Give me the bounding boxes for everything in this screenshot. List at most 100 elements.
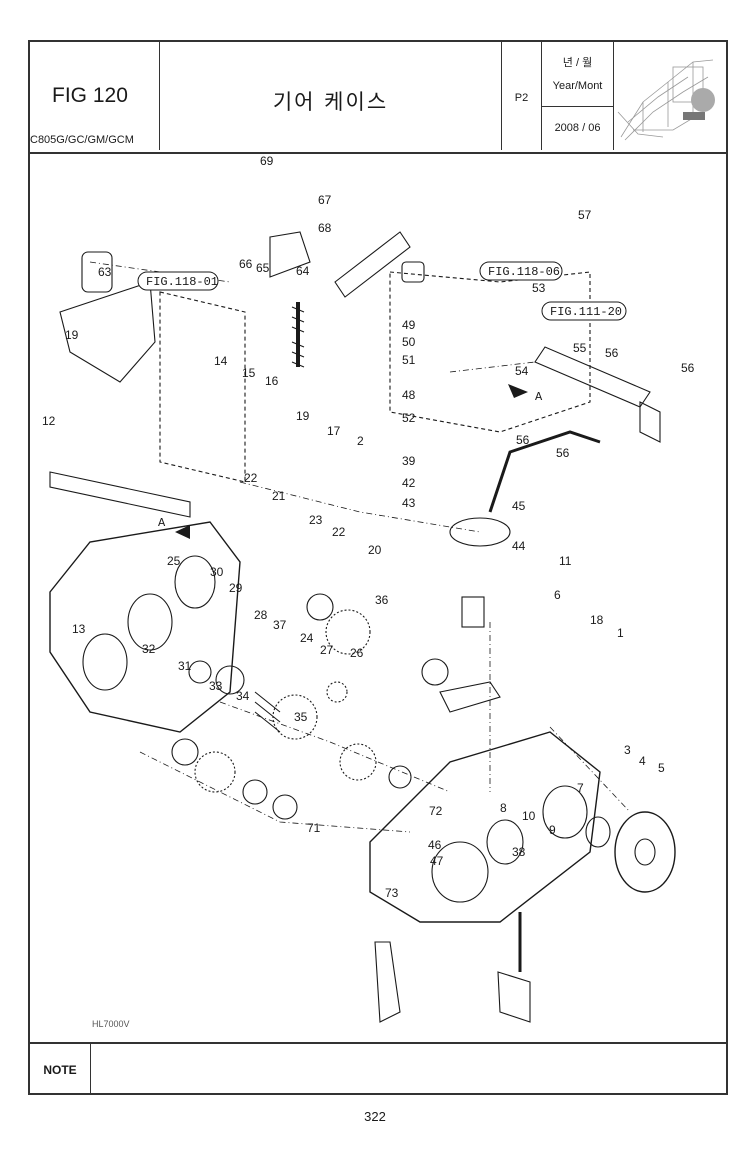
callout-66: 66 (239, 257, 253, 271)
springs-70 (291, 306, 305, 368)
callout-56: 56 (681, 361, 695, 375)
callout-50: 50 (402, 335, 416, 349)
callout-57: 57 (578, 208, 592, 222)
shaft-bracket (639, 401, 661, 443)
callout-37: 37 (273, 618, 287, 632)
callout-1: 1 (617, 626, 624, 640)
callout-26: 26 (350, 646, 364, 660)
callout-2: 2 (357, 434, 364, 448)
gear-24 (326, 681, 348, 703)
callout-18: 18 (590, 613, 604, 627)
callout-65: 65 (256, 261, 270, 275)
callout-5: 5 (658, 761, 665, 775)
arm-42 (497, 971, 531, 1023)
shaft-58 (534, 346, 651, 408)
callout-24: 24 (300, 631, 314, 645)
seal-32 (215, 665, 245, 695)
bearing-34 (171, 738, 199, 766)
model-codes: C805G/GC/GM/GCM (30, 134, 134, 146)
callout-15: 15 (242, 366, 256, 380)
bearing-19a (306, 593, 334, 621)
callout-45: 45 (512, 499, 526, 513)
callout-33: 33 (209, 679, 223, 693)
callout-39: 39 (402, 454, 416, 468)
callout-35: 35 (294, 710, 308, 724)
page-title: 기어 케이스 (272, 90, 389, 114)
note-label: NOTE (30, 1044, 91, 1095)
case-hole-a (82, 633, 128, 691)
callout-4: 4 (639, 754, 646, 768)
callout-14: 14 (214, 354, 228, 368)
year-month-label: Year/Mont (552, 80, 603, 92)
svg-text:A: A (158, 516, 166, 530)
callout-47: 47 (430, 854, 444, 868)
gear-17 (325, 609, 371, 655)
note-row: NOTE (30, 1042, 726, 1095)
callout-49: 49 (402, 318, 416, 332)
case-boss-a (431, 841, 489, 903)
callout-29: 29 (229, 581, 243, 595)
callout-68: 68 (318, 221, 332, 235)
title-cell: 기어 케이스 (160, 42, 502, 150)
callout-36: 36 (375, 593, 389, 607)
page-code: P2 (514, 92, 529, 104)
ref-frame-118-01 (159, 291, 246, 483)
callout-12: 12 (42, 414, 56, 428)
seal-36 (272, 794, 298, 820)
callout-22: 22 (332, 525, 346, 539)
year-month-ko: 년 / 월 (562, 57, 593, 69)
callout-3: 3 (624, 743, 631, 757)
callout-56: 56 (605, 346, 619, 360)
revision-date: 2008 / 06 (554, 122, 601, 134)
fig-cell: FIG 120 C805G/GC/GM/GCM (30, 42, 160, 150)
callout-20: 20 (368, 543, 382, 557)
rod-55 (488, 430, 601, 513)
bearing-19b (421, 658, 449, 686)
callout-30: 30 (210, 565, 224, 579)
callout-38: 38 (512, 845, 526, 859)
exploded-parts-diagram: A A FIG.118-01 FIG.118-06 FIG.111-20 HL7… (2, 0, 726, 1042)
ref-box-118-01 (137, 271, 219, 291)
ref-fig-111-20: FIG.111-20 (550, 305, 622, 319)
callout-46: 46 (428, 838, 442, 852)
machine-thumbnail (613, 42, 726, 150)
callout-54: 54 (515, 364, 529, 378)
callout-27: 27 (320, 643, 334, 657)
page-number: 322 (364, 1109, 386, 1124)
bracket-74 (374, 941, 401, 1023)
callout-21: 21 (272, 489, 286, 503)
case-half-12 (49, 521, 241, 733)
callout-34: 34 (236, 689, 250, 703)
callout-72: 72 (429, 804, 443, 818)
callout-23: 23 (309, 513, 323, 527)
bushing-59 (401, 261, 425, 283)
callout-10: 10 (522, 809, 536, 823)
gear-33 (194, 751, 236, 793)
shift-block-50 (449, 517, 511, 547)
callout-73: 73 (385, 886, 399, 900)
callout-62: 62 (30, 152, 38, 154)
callout-51: 51 (402, 353, 416, 367)
case-boss-c (542, 785, 588, 839)
ref-fig-118-01: FIG.118-01 (146, 275, 218, 289)
bracket-64 (59, 281, 156, 383)
pulley-hub (634, 838, 656, 866)
callout-32: 32 (142, 642, 156, 656)
ref-fig-118-06: FIG.118-06 (488, 265, 560, 279)
callout-17: 17 (327, 424, 341, 438)
callout-7: 7 (577, 781, 584, 795)
lever-60 (334, 231, 411, 298)
callout-31: 31 (178, 659, 192, 673)
callout-63: 63 (98, 265, 112, 279)
model-stamp: HL7000V (92, 1019, 130, 1029)
callout-25: 25 (167, 554, 181, 568)
callout-11: 11 (559, 554, 572, 568)
header: FIG 120 C805G/GC/GM/GCM 기어 케이스 P2 년 / 월 … (30, 42, 726, 154)
page-code-cell: P2 (502, 42, 542, 150)
callout-56: 56 (516, 433, 530, 447)
callout-19: 19 (296, 409, 310, 423)
ref-frame-118-06 (389, 271, 591, 433)
ref-box-118-06 (479, 261, 563, 281)
case-hole-c (174, 555, 216, 609)
